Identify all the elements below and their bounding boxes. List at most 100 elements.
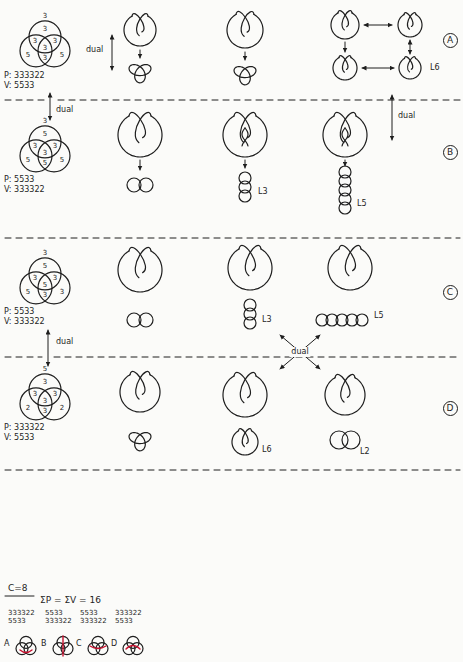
label: L6 — [262, 446, 272, 454]
label: L3 — [262, 316, 272, 324]
label: 3 — [43, 150, 47, 157]
label: 3 — [43, 118, 47, 125]
chain-link — [339, 202, 351, 214]
label: 5533 — [8, 618, 26, 625]
dual-arrow — [362, 68, 394, 69]
label: B — [41, 640, 47, 648]
dual-arrow — [112, 35, 113, 70]
label: dual — [86, 46, 103, 54]
label: 3 — [53, 275, 57, 282]
knot-strand — [328, 249, 372, 290]
dual-arrow — [392, 95, 393, 140]
knot-strand — [120, 375, 160, 412]
label: 3 — [43, 398, 47, 405]
label: D — [111, 640, 117, 648]
knot-strand — [137, 14, 148, 36]
knot-strand — [118, 116, 162, 157]
label: 333322 — [80, 618, 107, 625]
red-mark — [126, 646, 140, 650]
twist-strand — [242, 128, 248, 146]
circled-letter: C — [443, 285, 458, 300]
venn-circle — [20, 140, 52, 172]
label: V: 5533 — [4, 82, 34, 90]
label: 5 — [26, 157, 30, 164]
illustration — [5, 11, 460, 656]
knot-strand — [241, 11, 254, 36]
knot-strand — [408, 57, 416, 72]
venn-circle — [20, 388, 52, 420]
knot-strand — [124, 16, 156, 46]
dashed-separator — [5, 357, 42, 358]
node-text: A — [447, 36, 453, 45]
knot-strand — [227, 14, 263, 48]
label: 5 — [60, 157, 64, 164]
knot-strand — [331, 13, 359, 39]
dashed-separator — [5, 238, 460, 239]
chain-link — [244, 317, 256, 329]
knot-strand — [223, 376, 267, 417]
knot-strand — [333, 58, 357, 80]
label: 3 — [43, 379, 47, 386]
label: 3 — [53, 391, 57, 398]
label: 5 — [43, 131, 47, 138]
knot-strand — [325, 378, 365, 415]
label: P: 5533 — [4, 176, 34, 184]
hopf-link — [342, 431, 360, 449]
label: 3 — [33, 275, 37, 282]
red-mark — [62, 636, 63, 656]
dashed-separator — [5, 470, 460, 471]
dual-arrow — [48, 330, 49, 366]
label: dual — [398, 112, 415, 120]
circled-letter: A — [443, 33, 458, 48]
label: L2 — [360, 448, 370, 456]
venn-circle — [29, 258, 61, 290]
arrow — [140, 160, 141, 170]
venn-circle — [20, 272, 52, 304]
underline — [5, 596, 34, 597]
knot-strand — [399, 58, 421, 79]
label: 5 — [43, 366, 47, 373]
label: P: 5533 — [4, 308, 34, 316]
dual-arrow — [364, 25, 392, 26]
label: 5 — [26, 289, 30, 296]
label: 3 — [33, 391, 37, 398]
label: 2 — [60, 405, 64, 412]
dual-arrow — [50, 93, 51, 120]
label: 3 — [33, 143, 37, 150]
arrow — [245, 52, 246, 60]
twist-strand — [342, 128, 348, 146]
label: A — [4, 640, 9, 648]
label: 3 — [43, 45, 47, 52]
label: 333322 — [8, 610, 35, 617]
knot-strand — [342, 56, 351, 73]
knot-strand — [342, 11, 352, 30]
label: dual — [56, 106, 73, 114]
label: 3 — [43, 26, 47, 33]
label: ΣP = ΣV = 16 — [40, 596, 101, 605]
label: 333322 — [115, 610, 142, 617]
node-text: D — [447, 404, 454, 413]
node-text: B — [447, 148, 453, 157]
label: 3 — [43, 292, 47, 299]
label: 3 — [43, 408, 47, 415]
red-mark — [20, 650, 32, 653]
label: L5 — [374, 312, 384, 320]
label: dual — [56, 338, 73, 346]
loop — [139, 178, 153, 192]
label: P: 333322 — [4, 72, 45, 80]
dual-arrow — [280, 335, 320, 369]
circled-letter: D — [443, 401, 458, 416]
label: C=8 — [8, 584, 28, 593]
venn-circle — [38, 388, 70, 420]
label: 3 — [33, 38, 37, 45]
knot-strand — [118, 251, 162, 292]
chain-link — [356, 314, 368, 326]
knot-strand — [345, 245, 361, 275]
venn-circle — [29, 21, 61, 53]
knot-strand — [242, 429, 251, 447]
label: 5533 — [115, 618, 133, 625]
knot-strand — [323, 116, 367, 157]
dual-arrow — [280, 335, 320, 369]
